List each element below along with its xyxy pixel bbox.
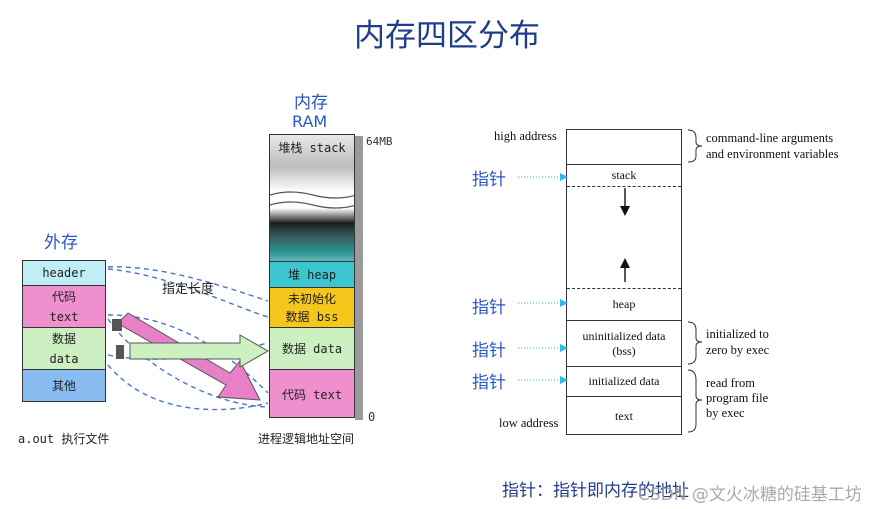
ram-label: RAM [292,112,327,131]
brace-bss [688,322,702,364]
file-segment-label: data [50,349,79,369]
pointer-label-data: 指针 [472,368,506,393]
pointer-label-stack: 指针 [472,165,506,190]
pointer-label-heap: 指针 [472,293,506,318]
ram-shadow [355,136,363,420]
pointer-arrow-icon [560,299,568,307]
note-cmdline: command-line arguments and environment v… [706,130,839,162]
brace-read-from [688,370,702,432]
note-init-zero: initialized to zero by exec [706,326,769,358]
ram-segment-label: 代码 text [282,386,342,404]
file-segment-label: 代码 [52,287,76,307]
ram-segment: 未初始化数据 bss [270,287,354,327]
pointer-arrows [516,160,572,390]
watermark: CSDN @文火冰糖的硅基工坊 [638,480,862,505]
pointer-arrow-icon [560,173,568,181]
ram-segment-label: 堆 heap [288,266,336,284]
segment-init-data: initialized data [567,366,681,396]
brace-cmdline [688,130,702,162]
file-segment: header [23,261,105,285]
ram-segment-label: 未初始化 [288,290,336,308]
page-title: 内存四区分布 [0,10,894,55]
ram-top-marker: 64MB [366,135,393,148]
pointer-label-bss: 指针 [472,336,506,361]
ram-segment-label: 数据 data [282,340,342,358]
file-segment-label: header [42,263,85,283]
note-read-from: read from program file by exec [706,376,768,421]
ram-segment: 代码 text [270,369,354,418]
braces [686,128,706,438]
arrow-tail-block [116,345,124,359]
file-segment-label: text [50,307,79,327]
file-segment-label: 其他 [52,376,76,396]
file-caption: a.out 执行文件 [18,430,109,447]
ram-segment-label: 堆栈 stack [278,139,345,157]
ram-caption: 进程逻辑地址空间 [258,430,354,447]
pointer-arrow-icon [560,376,568,384]
ram-segment: 堆 heap [270,261,354,287]
arrow-label: 指定长度 [162,278,214,297]
segment-stack: stack [567,164,681,186]
ram-segment: 数据 data [270,327,354,369]
memory-gap-waves [270,187,355,217]
growth-arrows [600,186,650,296]
arrow-down-icon [620,206,630,216]
external-storage-label: 外存 [44,228,78,253]
file-segment-label: 数据 [52,329,76,349]
file-segment: 其他 [23,369,105,401]
arrow-up-icon [620,258,630,268]
pointer-arrow-icon [560,344,568,352]
ram-bottom-marker: 0 [368,410,375,424]
segment-bss: uninitialized data (bss) [567,320,681,366]
arrow-tail-block [112,319,122,331]
low-address-label: low address [499,416,558,431]
ram-segment-label: 数据 bss [286,308,339,326]
high-address-label: high address [494,129,557,144]
ram-column: 堆栈 stack 堆 heap 未初始化数据 bss 数据 data 代码 text [269,134,355,418]
segment-text: text [567,396,681,436]
memory-label: 内存 [294,88,328,113]
